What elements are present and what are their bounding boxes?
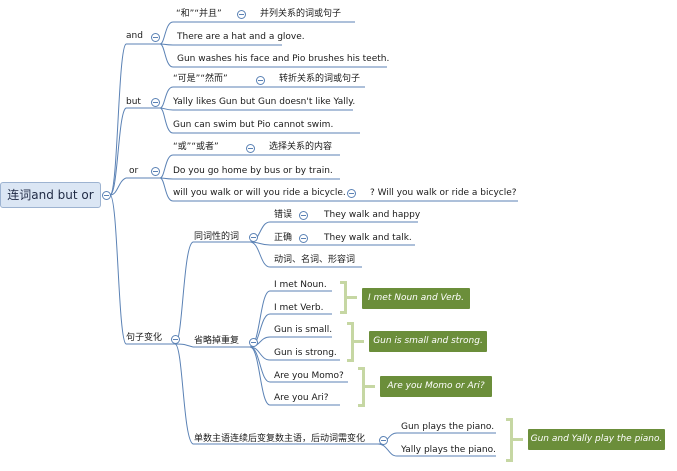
omit-item[interactable]: Are you Momo? <box>274 371 344 381</box>
summary-bracket <box>347 296 357 299</box>
but-meaning[interactable]: “可是”“然而” <box>173 74 228 84</box>
wrong-example[interactable]: They walk and happy <box>324 210 421 220</box>
or-example-1[interactable]: Do you go home by bus or by train. <box>173 166 333 176</box>
collapse-toggle-icon[interactable] <box>249 338 258 347</box>
but-example-1[interactable]: Yally likes Gun but Gun doesn't like Yal… <box>173 97 356 107</box>
word-types[interactable]: 动词、名词、形容词 <box>274 255 356 265</box>
summary-callout[interactable]: I met Noun and Verb. <box>362 288 470 309</box>
collapse-toggle-icon[interactable] <box>249 233 258 242</box>
collapse-toggle-icon[interactable] <box>151 33 160 42</box>
summary-callout[interactable]: Are you Momo or Ari? <box>380 376 492 397</box>
summary-callout[interactable]: Gun and Yally play the piano. <box>528 429 665 450</box>
and-example-2[interactable]: Gun washes his face and Pio brushes his … <box>177 54 390 64</box>
summary-bracket <box>354 340 364 343</box>
or-note[interactable]: 选择关系的内容 <box>269 142 333 152</box>
summary-bracket <box>340 281 347 314</box>
summary-callout[interactable]: Gun is small and strong. <box>369 331 487 352</box>
collapse-toggle-icon[interactable] <box>171 335 180 344</box>
wrong-label[interactable]: 错误 <box>274 210 293 220</box>
collapse-toggle-icon[interactable] <box>299 234 308 243</box>
plural-item[interactable]: Gun plays the piano. <box>401 422 495 432</box>
summary-bracket <box>506 418 513 462</box>
omit-item[interactable]: I met Verb. <box>274 303 324 313</box>
collapse-toggle-icon[interactable] <box>256 76 265 85</box>
branch-and-label[interactable]: and <box>126 31 143 41</box>
and-note[interactable]: 并列关系的词或句子 <box>260 9 342 19</box>
collapse-toggle-icon[interactable] <box>347 189 356 198</box>
omit-item[interactable]: Are you Ari? <box>274 393 329 403</box>
summary-bracket <box>365 385 375 388</box>
collapse-toggle-icon[interactable] <box>246 144 255 153</box>
and-example-1[interactable]: There are a hat and a glove. <box>177 32 305 42</box>
right-label[interactable]: 正确 <box>274 233 293 243</box>
or-example-2[interactable]: will you walk or will you ride a bicycle… <box>173 188 346 198</box>
omit-label[interactable]: 省略掉重复 <box>194 336 240 346</box>
and-meaning[interactable]: “和”“并且” <box>176 9 222 19</box>
omit-item[interactable]: Gun is small. <box>274 325 333 335</box>
plural-label[interactable]: 单数主语连续后变复数主语，后动词需变化 <box>194 434 366 444</box>
summary-bracket <box>347 322 354 362</box>
branch-but-label[interactable]: but <box>126 97 141 107</box>
collapse-toggle-icon[interactable] <box>102 191 111 200</box>
right-example[interactable]: They walk and talk. <box>324 233 412 243</box>
same-part-label[interactable]: 同词性的词 <box>194 232 240 242</box>
collapse-toggle-icon[interactable] <box>237 10 246 19</box>
root-topic[interactable]: 连词and but or <box>0 182 101 208</box>
plural-item[interactable]: Yally plays the piano. <box>401 445 496 455</box>
omit-item[interactable]: I met Noun. <box>274 280 327 290</box>
summary-bracket <box>358 367 365 407</box>
but-example-2[interactable]: Gun can swim but Pio cannot swim. <box>173 120 334 130</box>
branch-or-label[interactable]: or <box>129 166 139 176</box>
omit-item[interactable]: Gun is strong. <box>274 348 337 358</box>
branch-change-label[interactable]: 句子变化 <box>126 333 163 343</box>
or-meaning[interactable]: “或”“或者” <box>173 142 219 152</box>
collapse-toggle-icon[interactable] <box>151 98 160 107</box>
summary-bracket <box>513 438 523 441</box>
collapse-toggle-icon[interactable] <box>379 436 388 445</box>
but-note[interactable]: 转折关系的词或句子 <box>279 74 361 84</box>
collapse-toggle-icon[interactable] <box>299 211 308 220</box>
or-question[interactable]: ? Will you walk or ride a bicycle? <box>370 188 517 198</box>
collapse-toggle-icon[interactable] <box>151 167 160 176</box>
